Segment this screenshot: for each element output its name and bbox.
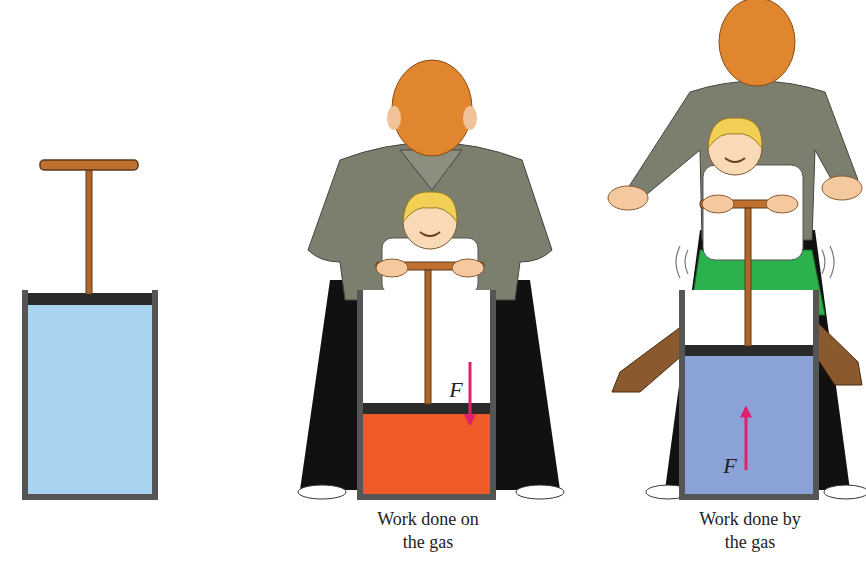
piston-rod (745, 208, 751, 346)
shake-mark (676, 246, 680, 278)
handle (40, 160, 138, 170)
shake-mark (685, 250, 688, 274)
child-shirt (703, 165, 803, 260)
piston-rod (86, 168, 92, 294)
force-label: F (444, 376, 468, 405)
man-head (392, 60, 472, 156)
hand (702, 195, 734, 213)
hand (766, 195, 798, 213)
shoe (516, 485, 564, 499)
piston-rod (425, 270, 431, 404)
force-arrow (469, 362, 472, 424)
shake-marks (676, 246, 834, 278)
child-hair (403, 192, 457, 222)
caption: Work done by the gas (690, 508, 810, 555)
scene-compress (298, 60, 564, 499)
smile (420, 232, 440, 236)
man-head (719, 0, 795, 86)
shoe (298, 485, 346, 499)
cylinder-wall (360, 290, 493, 497)
cylinder-wall (682, 290, 816, 497)
force-arrow (745, 408, 748, 470)
shake-mark (822, 250, 825, 274)
hand (376, 259, 408, 277)
gas (28, 298, 152, 494)
scene-expand (608, 0, 866, 499)
child-hair (708, 118, 762, 148)
caption: Work done on the gas (368, 508, 488, 555)
shoe (824, 485, 866, 499)
force-label: F (718, 452, 742, 481)
ear (463, 106, 477, 130)
ear (387, 106, 401, 130)
cylinder-idle (25, 160, 155, 497)
piston (685, 345, 813, 356)
cool-gas (685, 355, 813, 494)
hand (822, 176, 862, 200)
hand (452, 259, 484, 277)
cylinder-wall (25, 290, 155, 497)
smile (725, 158, 745, 162)
hot-gas (363, 413, 490, 494)
piston (28, 293, 152, 305)
hand (608, 186, 648, 210)
shake-mark (830, 246, 834, 278)
